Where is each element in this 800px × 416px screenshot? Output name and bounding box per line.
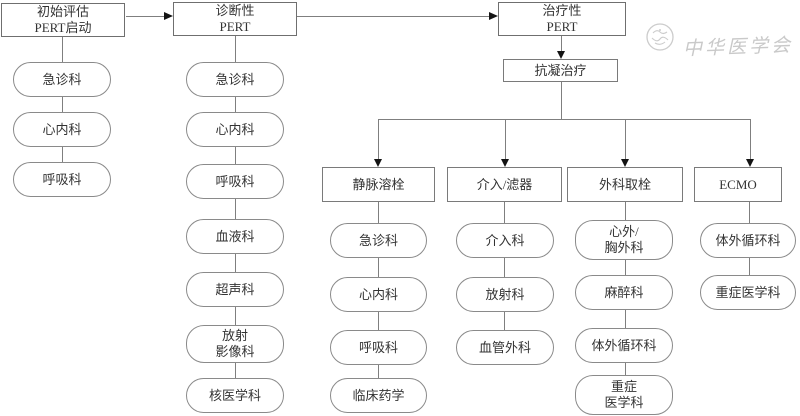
department-node: 放射科 bbox=[456, 277, 554, 312]
department-node: 呼吸科 bbox=[186, 164, 284, 199]
connector-diagnostic-to-therapeutic bbox=[297, 16, 489, 17]
department-node: 呼吸科 bbox=[13, 162, 111, 197]
department-node: 介入科 bbox=[456, 223, 554, 258]
arrowhead-down-icon bbox=[620, 159, 629, 167]
stage-box-diagnostic-pert: 诊断性 PERT bbox=[173, 2, 297, 36]
cma-watermark-text: 中华医学会 bbox=[682, 35, 794, 60]
connector-therapeutic-to-anticoagulation bbox=[561, 36, 562, 52]
connector bbox=[235, 36, 236, 62]
connector bbox=[235, 199, 236, 219]
connector bbox=[62, 37, 63, 62]
department-node: 急诊科 bbox=[186, 62, 284, 97]
connector bbox=[235, 254, 236, 272]
department-node: 重症 医学科 bbox=[575, 375, 673, 415]
arrowhead-right-icon bbox=[489, 12, 498, 20]
connector bbox=[625, 310, 626, 328]
department-node: 麻醉科 bbox=[575, 275, 673, 310]
connector bbox=[378, 202, 379, 223]
connector bbox=[378, 312, 379, 330]
anticoagulation-box: 抗凝治疗 bbox=[503, 59, 618, 82]
department-node: 呼吸科 bbox=[330, 330, 427, 365]
department-node: 急诊科 bbox=[13, 62, 111, 97]
branch-rail bbox=[378, 119, 750, 120]
connector bbox=[749, 202, 750, 223]
treatment-box-thrombolysis: 静脉溶栓 bbox=[322, 167, 435, 202]
department-node: 心内科 bbox=[330, 277, 427, 312]
connector bbox=[378, 258, 379, 277]
department-node: 临床药学 bbox=[330, 378, 427, 413]
department-node: 心内科 bbox=[13, 112, 111, 147]
department-node: 核医学科 bbox=[186, 378, 284, 413]
connector-anticoagulation-to-rail bbox=[561, 82, 562, 119]
connector bbox=[625, 363, 626, 375]
cma-emblem-icon bbox=[646, 23, 674, 51]
treatment-box-intervention-filter: 介入/滤器 bbox=[447, 167, 562, 202]
department-node: 血液科 bbox=[186, 219, 284, 254]
stage-box-initial-assessment: 初始评估 PERT启动 bbox=[1, 3, 125, 37]
department-node: 心内科 bbox=[186, 112, 284, 147]
arrowhead-right-icon bbox=[164, 12, 173, 20]
connector-rail-to-ecmo bbox=[750, 119, 751, 159]
department-node: 放射 影像科 bbox=[186, 325, 284, 363]
connector-rail-to-surgical bbox=[625, 119, 626, 159]
connector-rail-to-thrombolysis bbox=[378, 119, 379, 159]
department-node: 超声科 bbox=[186, 272, 284, 307]
connector bbox=[504, 258, 505, 277]
connector bbox=[749, 258, 750, 275]
connector bbox=[625, 202, 626, 220]
cma-watermark: 中华医学会 bbox=[645, 22, 797, 66]
arrowhead-down-icon bbox=[500, 159, 509, 167]
department-node: 重症医学科 bbox=[700, 275, 796, 310]
connector bbox=[62, 147, 63, 162]
arrowhead-down-icon bbox=[374, 159, 382, 167]
connector bbox=[62, 97, 63, 112]
treatment-box-surgical-embolectomy: 外科取栓 bbox=[567, 167, 683, 202]
connector bbox=[378, 365, 379, 378]
department-node: 体外循环科 bbox=[575, 328, 673, 363]
arrowhead-down-icon bbox=[556, 51, 565, 59]
department-node: 急诊科 bbox=[330, 223, 427, 258]
department-node: 血管外科 bbox=[456, 330, 554, 365]
arrowhead-down-icon bbox=[745, 159, 754, 167]
connector-initial-to-diagnostic bbox=[126, 16, 165, 17]
connector bbox=[504, 202, 505, 223]
connector-rail-to-intervention bbox=[505, 119, 506, 159]
treatment-box-ecmo: ECMO bbox=[694, 167, 782, 202]
connector bbox=[504, 312, 505, 330]
connector bbox=[625, 260, 626, 275]
connector bbox=[235, 147, 236, 164]
connector bbox=[235, 307, 236, 325]
stage-box-therapeutic-pert: 治疗性 PERT bbox=[498, 2, 626, 36]
connector bbox=[235, 363, 236, 378]
department-node: 心外/ 胸外科 bbox=[575, 220, 673, 260]
department-node: 体外循环科 bbox=[700, 223, 796, 258]
connector bbox=[235, 97, 236, 112]
